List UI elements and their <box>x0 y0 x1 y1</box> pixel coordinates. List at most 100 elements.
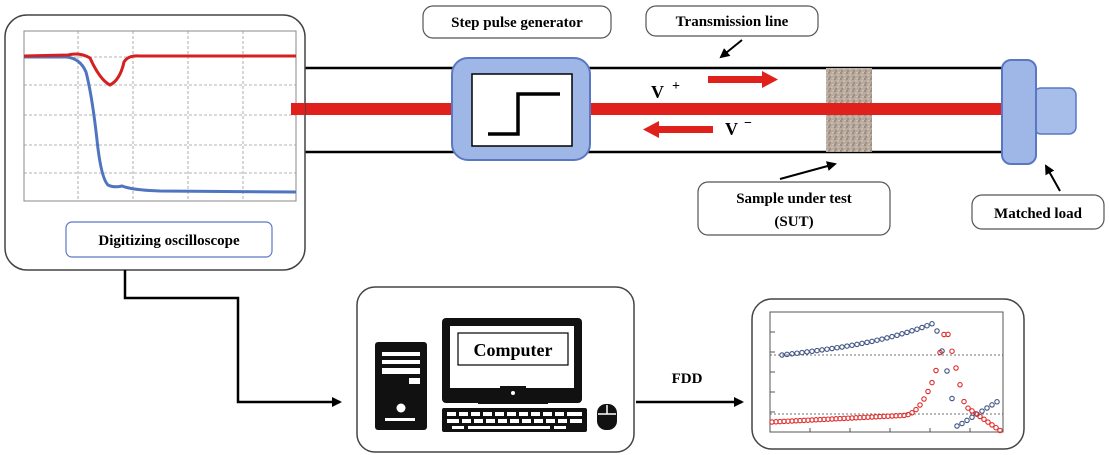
svg-text:Sample under test: Sample under test <box>736 191 852 207</box>
svg-text:Step pulse generator: Step pulse generator <box>451 15 583 31</box>
red-series-marker <box>917 402 923 408</box>
sample-label-box: Sample under test (SUT) <box>697 181 891 236</box>
matched-load-pointer <box>1045 164 1061 192</box>
navy-series-marker <box>839 344 845 350</box>
navy-series-marker <box>994 399 1000 405</box>
navy-series-marker <box>954 423 960 429</box>
red-series-marker <box>953 365 959 371</box>
v-minus-label: V− <box>725 116 752 139</box>
navy-series-marker <box>959 420 965 427</box>
navy-series-marker <box>809 348 815 355</box>
result-plot-ticks <box>770 331 971 432</box>
navy-series-marker <box>929 321 935 327</box>
matched-load <box>1001 59 1077 165</box>
navy-series-marker <box>934 328 940 334</box>
navy-series-marker <box>874 337 880 343</box>
computer: Computer <box>356 286 635 453</box>
red-series-marker <box>937 349 943 356</box>
oscilloscope: Digitizing oscilloscope <box>4 14 306 271</box>
result-plot-panel <box>751 298 1025 450</box>
matched-load-label-box: Matched load <box>971 194 1105 230</box>
red-series-marker <box>929 379 935 386</box>
navy-series-marker <box>804 349 810 355</box>
red-series-marker <box>945 331 951 338</box>
red-series-marker <box>993 424 999 431</box>
red-series-marker <box>925 388 931 395</box>
navy-series-marker <box>889 333 895 340</box>
fdd-label: FDD <box>672 371 703 387</box>
red-series-marker <box>961 398 967 405</box>
navy-series-marker <box>794 350 800 356</box>
navy-series-marker <box>799 349 805 356</box>
red-series-marker <box>969 408 975 414</box>
red-series-marker <box>965 405 971 411</box>
navy-series-marker <box>824 346 830 352</box>
navy-series-marker <box>894 332 900 339</box>
navy-series-marker <box>919 324 925 331</box>
monitor-icon: Computer <box>442 318 582 404</box>
oscilloscope-label: Digitizing oscilloscope <box>65 221 273 258</box>
step-pulse-generator-label: Step pulse generator <box>422 5 612 39</box>
red-series-marker <box>913 406 919 413</box>
red-trace <box>23 52 296 87</box>
incident-wave-arrow <box>708 71 778 88</box>
navy-series-marker <box>849 342 855 349</box>
svg-text:Transmission line: Transmission line <box>676 14 789 30</box>
svg-text:Matched load: Matched load <box>994 206 1083 222</box>
red-series-marker <box>985 419 991 425</box>
navy-series-marker <box>854 341 860 348</box>
result-plot-frame <box>769 311 1004 433</box>
red-series-marker <box>973 410 979 417</box>
navy-series-marker <box>869 338 875 345</box>
red-series-marker <box>981 416 987 423</box>
navy-series-marker <box>819 347 825 353</box>
reflected-wave-arrow <box>643 121 713 138</box>
red-series-marker <box>909 410 915 416</box>
navy-series-marker <box>979 408 985 414</box>
navy-series-marker <box>779 352 785 358</box>
svg-text:(SUT): (SUT) <box>774 214 813 230</box>
mouse-icon <box>597 404 617 430</box>
navy-series-marker <box>884 335 890 341</box>
sample-pointer <box>779 161 837 180</box>
red-series-marker <box>949 348 955 354</box>
navy-series-marker <box>969 414 975 421</box>
red-series-marker <box>977 413 983 420</box>
navy-series-marker <box>814 347 820 354</box>
navy-series-marker <box>829 345 835 352</box>
navy-series-marker <box>899 331 905 337</box>
step-waveform-icon <box>488 92 560 136</box>
pc-tower-icon <box>375 342 427 430</box>
transmission-line-label: Transmission line <box>645 5 819 37</box>
computer-label: Computer <box>474 340 553 360</box>
navy-series-marker <box>989 402 995 408</box>
transmission-line <box>303 66 1015 154</box>
navy-series-marker <box>944 368 950 374</box>
navy-series-marker <box>924 322 930 329</box>
svg-text:Digitizing oscilloscope: Digitizing oscilloscope <box>98 233 240 249</box>
red-series-marker <box>921 396 927 402</box>
step-pulse-generator <box>451 57 591 161</box>
blue-trace <box>24 55 297 194</box>
keyboard-icon <box>442 408 587 432</box>
scope-to-computer-connector <box>123 270 342 407</box>
navy-series-marker <box>949 395 955 402</box>
navy-series-marker <box>834 344 840 351</box>
red-series-marker <box>997 427 1003 434</box>
navy-series-marker <box>914 326 920 332</box>
navy-series-marker <box>844 343 850 349</box>
red-series-marker <box>933 367 939 374</box>
navy-series-marker <box>789 351 795 357</box>
scatter-layer <box>769 321 1003 434</box>
navy-series-marker <box>864 339 870 346</box>
transmission-line-pointer <box>719 39 743 59</box>
center-conductor <box>303 103 1015 115</box>
navy-series-marker <box>879 336 885 342</box>
navy-series-marker <box>859 340 865 347</box>
navy-series-marker <box>909 328 915 334</box>
navy-series-marker <box>904 329 910 336</box>
navy-series-marker <box>964 417 970 424</box>
red-series-marker <box>957 382 963 388</box>
